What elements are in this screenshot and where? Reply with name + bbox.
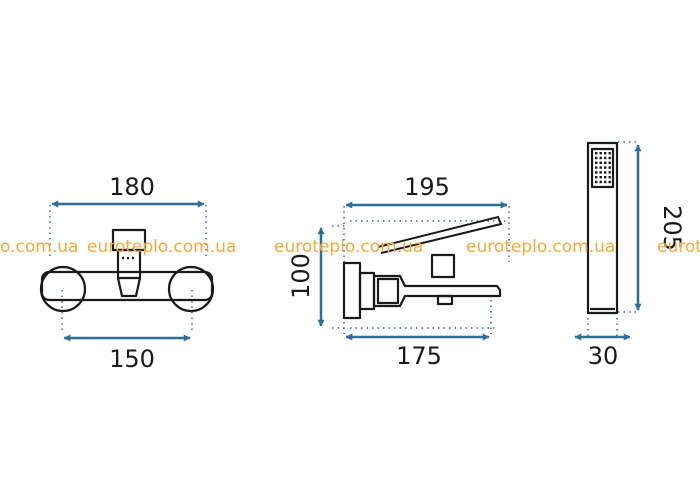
nozzle-dot [599,152,602,155]
nozzle-dot [604,152,607,155]
nozzle-dot [608,152,611,155]
side-extension-lines [332,206,510,334]
nozzle-dot [608,171,611,174]
side-lever [377,215,503,254]
hand-shower-outline [586,141,619,315]
front-bottom-dimension-label: 150 [109,345,155,373]
hand-shower-view: 205 30 [574,141,686,370]
nozzle-dot [599,176,602,179]
hand-shower-width-dimension-label: 30 [588,342,619,370]
nozzle-dot [595,161,598,164]
nozzle-dot [608,176,611,179]
nozzle-dot [595,180,598,184]
nozzle-dot [599,171,602,174]
hand-shower-height-dimension-label: 205 [658,205,686,251]
nozzle-dot [604,166,607,169]
side-bottom-dimension-label: 175 [396,342,442,370]
nozzle-dot [599,156,602,160]
front-extension-lines [49,205,207,333]
nozzle-dot [604,156,607,160]
front-mixer-outline [39,228,215,313]
nozzle-dot [604,176,607,179]
nozzle-dot [599,166,602,169]
side-height-dimension-label: 100 [287,253,315,299]
watermark-2: euroteplo.com.ua [274,237,423,257]
nozzle-dot [608,166,611,169]
nozzle-dot [608,180,611,184]
nozzle-dot [599,161,602,164]
side-view: 195 100 175 [287,173,510,370]
nozzle-dot [604,171,607,174]
nozzle-dot [608,161,611,164]
front-top-dimension-label: 180 [109,173,155,201]
side-mixer-outline [342,253,502,320]
nozzle-dot [595,166,598,169]
nozzle-dot [608,156,611,160]
watermark-1: euroteplo.com.ua [87,237,236,257]
nozzle-dot [595,156,598,160]
watermark-3: euroteplo.com.ua [466,237,615,257]
watermark-right-partial: euroteplo [657,237,700,257]
nozzle-dot [604,180,607,184]
nozzle-dot [595,171,598,174]
side-top-dimension-label: 195 [404,173,450,201]
nozzle-dot [599,180,602,184]
nozzle-dot [595,152,598,155]
nozzle-dot [604,161,607,164]
watermark-left-partial: o.com.ua [0,237,78,257]
watermarks: o.com.ua euroteplo.com.ua euroteplo.com.… [0,237,700,257]
nozzle-dot [595,176,598,179]
front-view: 180 150 [39,173,215,373]
hand-shower-nozzle-grid [595,152,611,184]
